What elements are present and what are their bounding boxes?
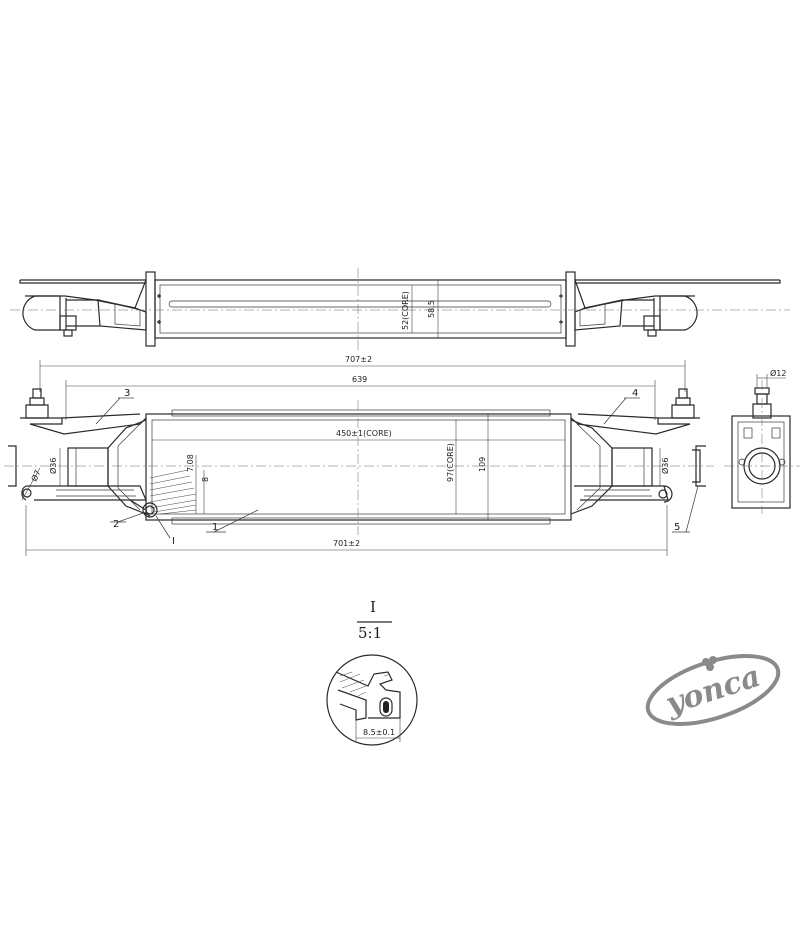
dim-fin-gap: 8 (201, 477, 210, 482)
top-view: 52(CORE) 58.5 (10, 268, 790, 350)
side-view: Ø12 (724, 368, 800, 514)
detail-label: I (370, 598, 376, 616)
detail-dim-seal: 8.5±0.1 (363, 728, 395, 737)
dim-fin-pitch: 7.08 (186, 454, 195, 472)
fin-hatch (149, 455, 205, 515)
dim-overall-bottom: 701±2 (333, 539, 360, 548)
dim-hole: Ø7 (29, 468, 43, 483)
dim-total-height: 109 (478, 457, 487, 472)
front-view: 707±2 639 450±1(CORE) 97(CORE) 109 7.08 … (4, 355, 714, 556)
detail-callout: I (172, 536, 175, 547)
balloon-4: 4 (632, 388, 638, 399)
top-dim-height: 58.5 (427, 300, 436, 318)
dim-pipe-left: Ø36 (48, 458, 58, 474)
detail-scale: 5:1 (358, 624, 382, 642)
dim-pipe-right: Ø36 (660, 458, 670, 474)
yonca-logo: yonca (645, 654, 781, 726)
balloon-5: 5 (674, 522, 680, 533)
balloon-1: 1 (212, 522, 218, 533)
dim-overall-top: 707±2 (345, 355, 372, 364)
dim-core-height: 97(CORE) (446, 443, 455, 482)
detail-view: I 5:1 8.5±0.1 (326, 598, 418, 746)
balloon-3: 3 (124, 388, 130, 399)
side-dim-dia: Ø12 (770, 368, 786, 378)
dim-core-width: 450±1(CORE) (336, 429, 392, 438)
dim-tank-span: 639 (352, 375, 367, 384)
top-dim-core-height: 52(CORE) (401, 291, 410, 330)
balloon-2: 2 (113, 519, 119, 530)
